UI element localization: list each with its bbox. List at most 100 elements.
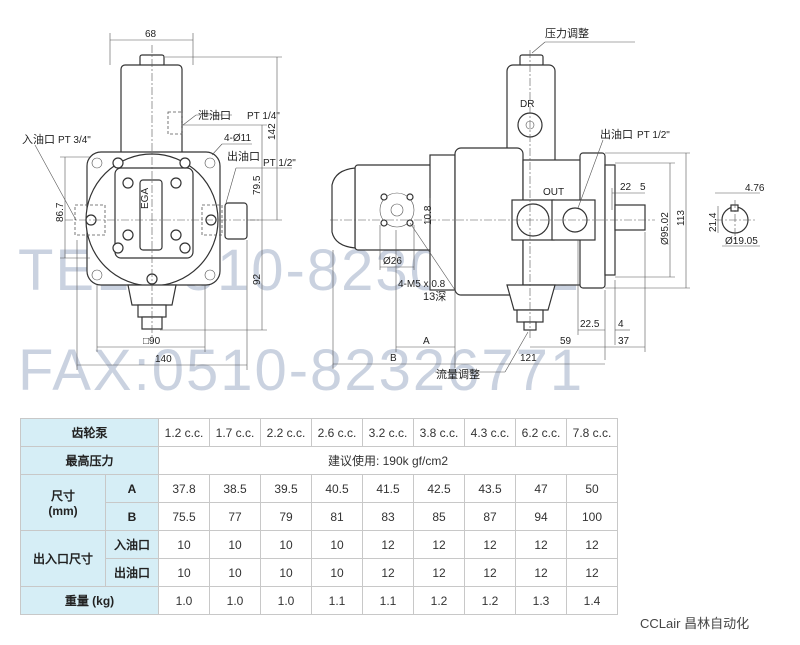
side-outlet-port-size: PT 1/2": [637, 130, 670, 141]
out-label: OUT: [543, 187, 564, 198]
footer-brand: CCLair 昌林自动化: [640, 616, 750, 631]
inlet-cell: 10: [158, 530, 210, 559]
outlet-cell: 12: [515, 558, 567, 587]
side-outlet-port-label: 出油口: [600, 127, 633, 141]
a-cell: 37.8: [158, 474, 210, 503]
weight-cell: 1.3: [515, 586, 567, 615]
inlet-cell: 10: [311, 530, 363, 559]
shaft-key-width: 4.76: [745, 183, 765, 194]
a-label: A: [105, 474, 159, 503]
a-cell: 41.5: [362, 474, 414, 503]
a-cell: 47: [515, 474, 567, 503]
max-pressure-header: 最高压力: [20, 446, 159, 475]
port-header: 出入口尺寸: [20, 530, 106, 587]
a-cell: 43.5: [464, 474, 516, 503]
b-cell: 81: [311, 502, 363, 531]
a-cell: 38.5: [209, 474, 261, 503]
outlet-cell: 10: [158, 558, 210, 587]
weight-cell: 1.2: [464, 586, 516, 615]
dim-121: 121: [520, 353, 537, 364]
drain-port-size: PT 1/4": [247, 111, 280, 122]
dim-B: B: [390, 353, 397, 364]
table-row-b: B 75.5 77 79 81 83 85 87 94 100: [21, 502, 618, 531]
flow-adjust-label: 流量调整: [436, 367, 480, 381]
dim-key-offset: 5: [640, 182, 646, 193]
logo-text: EGA: [140, 188, 151, 209]
dim-10-8: 10.8: [423, 205, 434, 225]
outlet-cell: 10: [311, 558, 363, 587]
dim-22-5: 22.5: [580, 319, 600, 330]
inlet-port-size: PT 3/4": [58, 135, 91, 146]
front-view: EGA 68 142 79.5 92 86.7 □90 140 泄油口 PT 1…: [22, 29, 296, 370]
outlet-port-size: PT 1/2": [263, 158, 296, 169]
b-cell: 85: [413, 502, 465, 531]
bolt-holes-label: 4-Ø11: [224, 133, 251, 144]
outlet-cell: 12: [413, 558, 465, 587]
weight-cell: 1.1: [311, 586, 363, 615]
max-pressure-value: 建议使用: 190k gf/cm2: [158, 446, 618, 475]
side-view: DR OUT 压力调整 出油口 PT 1/2" 流量调整 4-M5 x 0.8 …: [330, 26, 765, 381]
outlet-cell: 10: [209, 558, 261, 587]
thread-spec: 4-M5 x 0.8: [398, 279, 446, 290]
b-label: B: [105, 502, 159, 531]
inlet-port-label: 入油口: [22, 132, 55, 146]
b-cell: 87: [464, 502, 516, 531]
shaft-diameter: Ø19.05: [725, 236, 758, 247]
inlet-label: 入油口: [105, 530, 159, 559]
b-cell: 75.5: [158, 502, 210, 531]
a-cell: 42.5: [413, 474, 465, 503]
dim-4: 4: [618, 319, 624, 330]
model-cell: 6.2 c.c.: [515, 418, 567, 447]
dim-68: 68: [145, 29, 157, 40]
b-cell: 79: [260, 502, 312, 531]
dim-A: A: [423, 336, 430, 347]
model-cell: 3.2 c.c.: [362, 418, 414, 447]
table-row-models: 齿轮泵 1.2 c.c. 1.7 c.c. 2.2 c.c. 2.6 c.c. …: [20, 418, 618, 447]
inlet-cell: 12: [566, 530, 618, 559]
inlet-cell: 10: [209, 530, 261, 559]
a-cell: 50: [566, 474, 618, 503]
model-cell: 3.8 c.c.: [413, 418, 465, 447]
dim-d26: Ø26: [383, 256, 402, 267]
outlet-label: 出油口: [105, 558, 159, 587]
weight-cell: 1.2: [413, 586, 465, 615]
thread-depth: 13深: [423, 290, 446, 303]
b-cell: 77: [209, 502, 261, 531]
dim-59: 59: [560, 336, 572, 347]
dim-140: 140: [155, 354, 172, 365]
dim-92: 92: [252, 273, 263, 285]
b-cell: 94: [515, 502, 567, 531]
weight-cell: 1.0: [158, 586, 210, 615]
outlet-cell: 12: [362, 558, 414, 587]
outlet-cell: 12: [464, 558, 516, 587]
a-cell: 39.5: [260, 474, 312, 503]
dim-113: 113: [676, 210, 687, 226]
outlet-cell: 10: [260, 558, 312, 587]
weight-header: 重量 (kg): [20, 586, 159, 615]
dim-142: 142: [267, 123, 278, 140]
dim-86-7: 86.7: [55, 202, 66, 222]
a-cell: 40.5: [311, 474, 363, 503]
weight-cell: 1.0: [260, 586, 312, 615]
table-row-outlet: 出油口 10 10 10 10 12 12 12 12 12: [21, 558, 618, 587]
table-row-inlet: 出入口尺寸 入油口 10 10 10 10 12 12 12 12 12: [20, 530, 618, 587]
table-row-pressure: 最高压力 建议使用: 190k gf/cm2: [20, 446, 618, 475]
dr-label: DR: [520, 99, 534, 110]
inlet-cell: 12: [413, 530, 465, 559]
spec-table: 齿轮泵 1.2 c.c. 1.7 c.c. 2.2 c.c. 2.6 c.c. …: [20, 418, 618, 615]
dim-79-5: 79.5: [252, 175, 263, 195]
inlet-cell: 12: [464, 530, 516, 559]
inlet-cell: 10: [260, 530, 312, 559]
b-cell: 83: [362, 502, 414, 531]
model-cell: 1.7 c.c.: [209, 418, 261, 447]
weight-cell: 1.1: [362, 586, 414, 615]
inlet-cell: 12: [362, 530, 414, 559]
model-cell: 1.2 c.c.: [158, 418, 210, 447]
dim-square-90: □90: [143, 336, 161, 347]
model-cell: 7.8 c.c.: [566, 418, 618, 447]
weight-cell: 1.4: [566, 586, 618, 615]
weight-cell: 1.0: [209, 586, 261, 615]
drain-port-label: 泄油口: [198, 108, 231, 122]
outlet-cell: 12: [566, 558, 618, 587]
model-cell: 2.2 c.c.: [260, 418, 312, 447]
